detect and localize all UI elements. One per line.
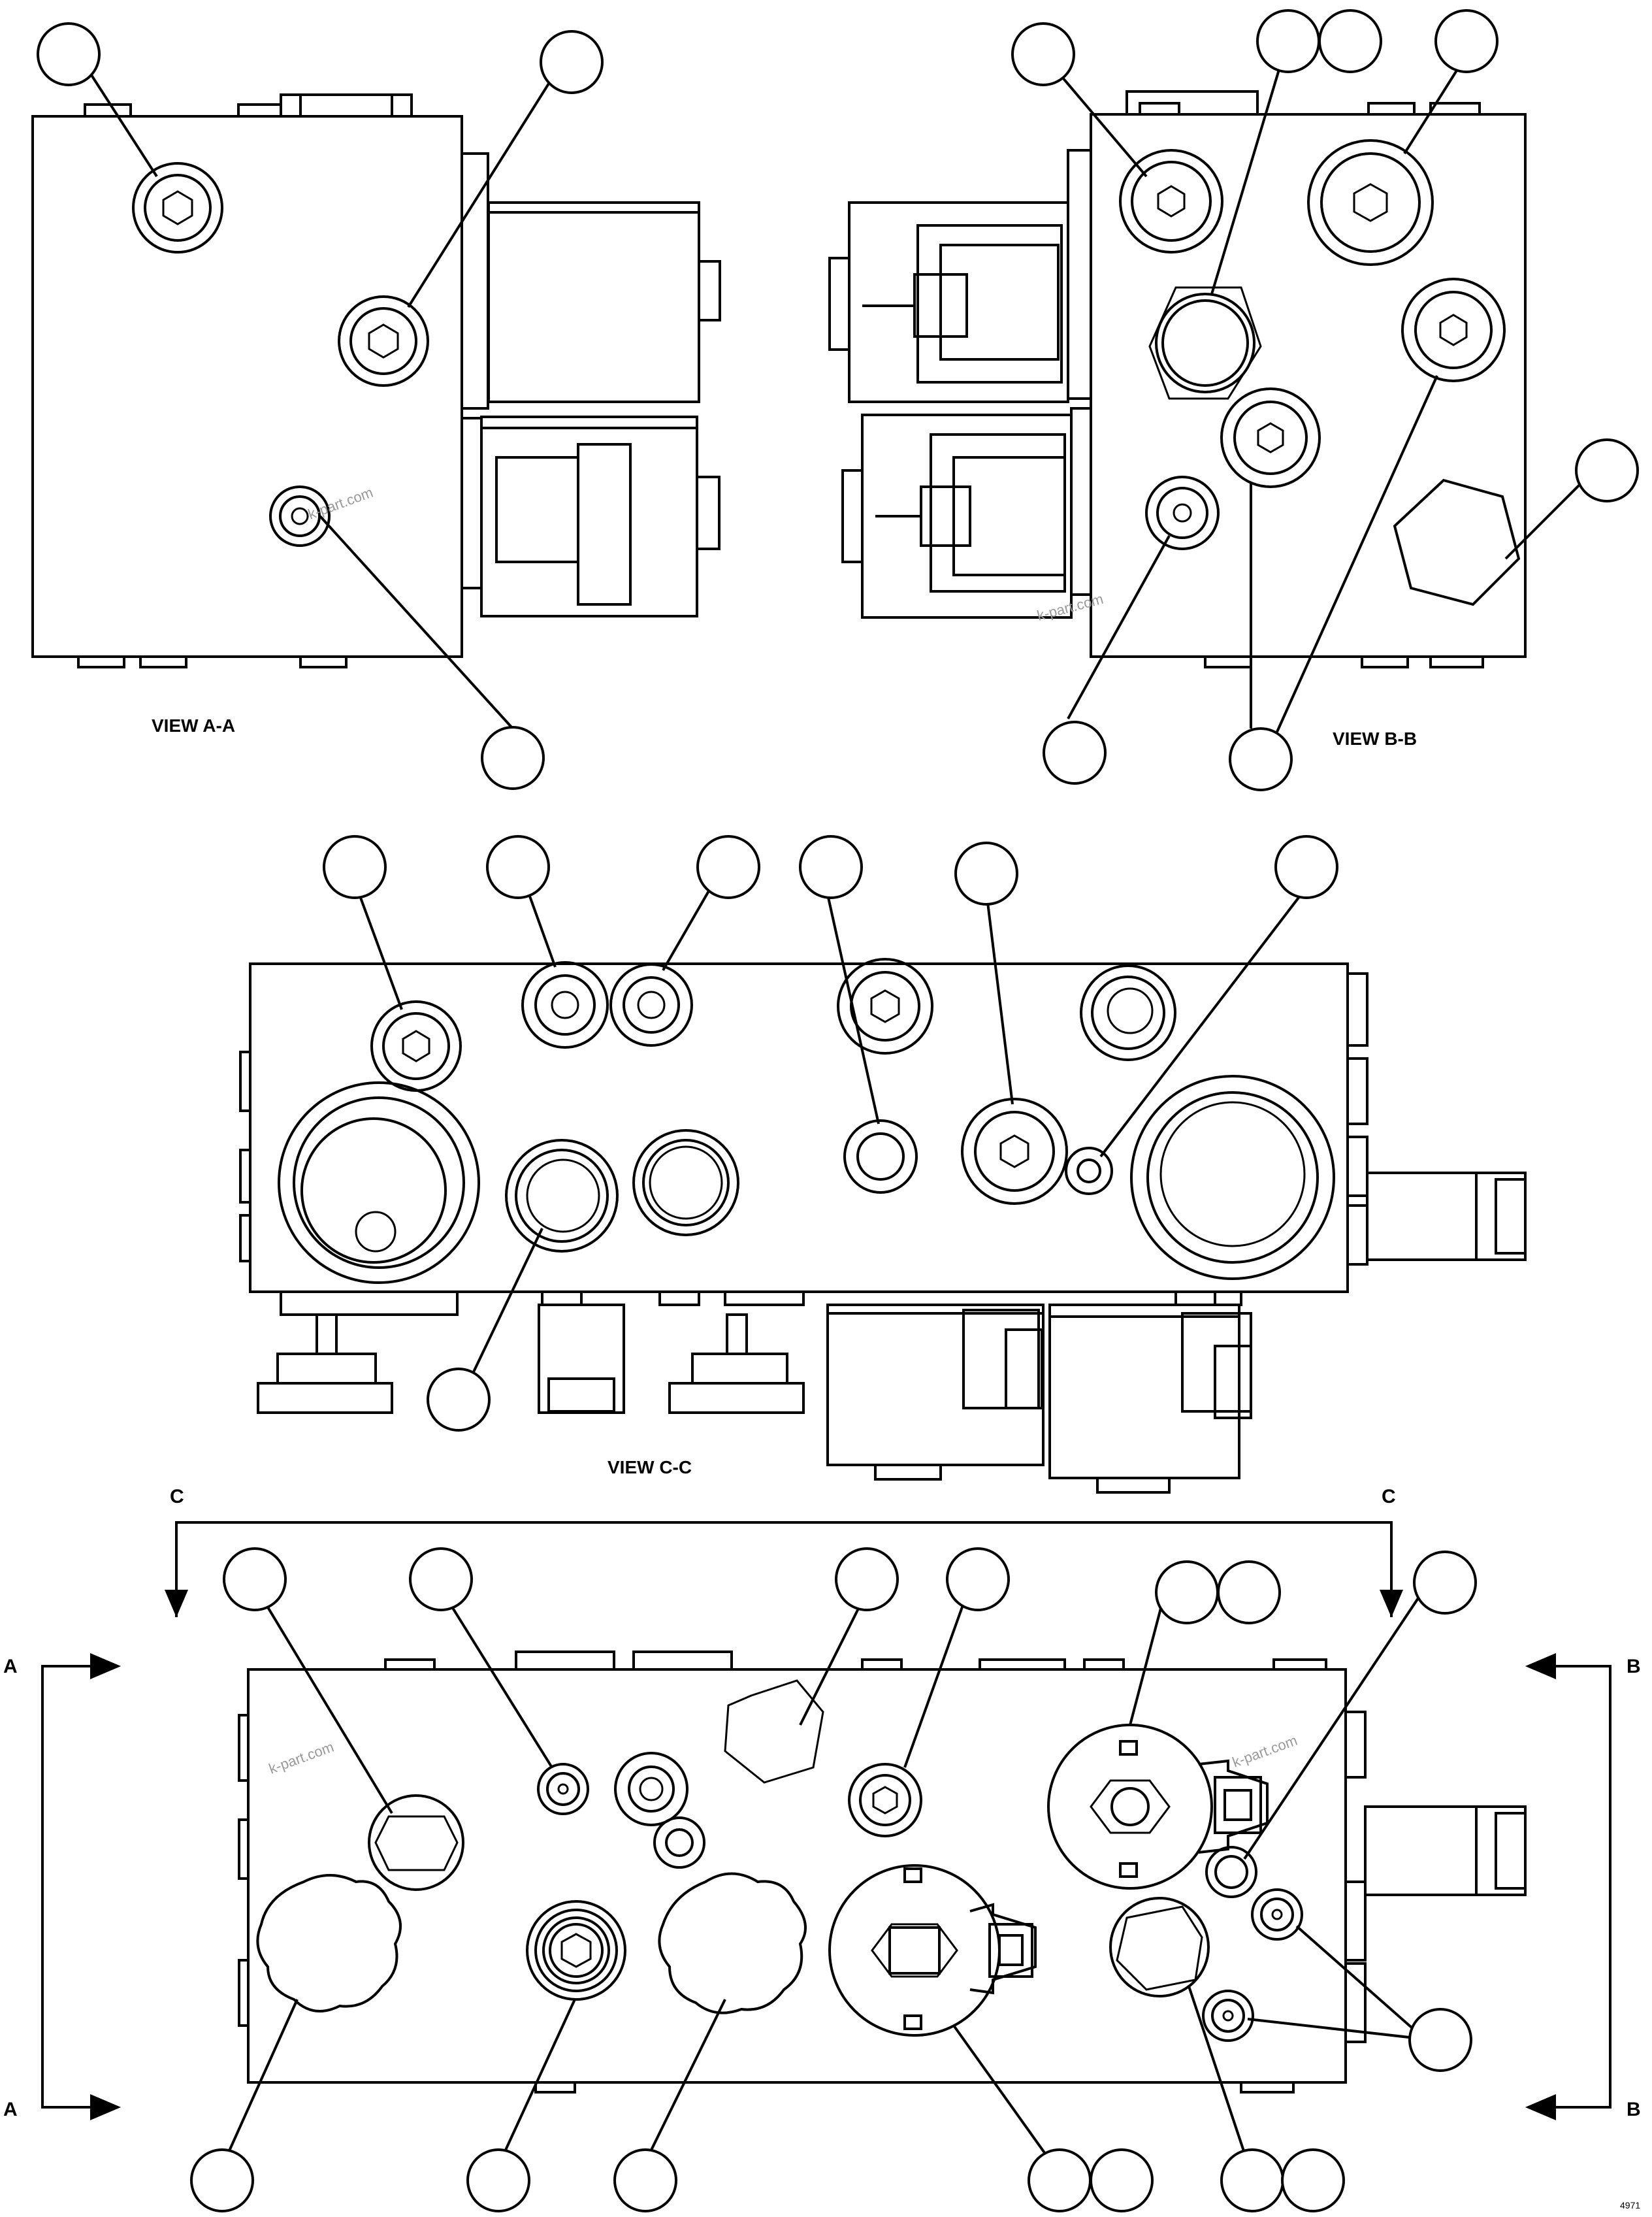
callout-bubble [1434,9,1498,73]
callout-bubble [696,835,760,899]
callout-bubble [466,2148,530,2212]
callout-bubble [1217,1560,1281,1624]
callout-bubbles [37,9,1639,2212]
callout-bubble [190,2148,254,2212]
callout-bubble [1274,835,1338,899]
view-a-a: VIEW A-A [31,93,721,736]
callout-bubble [613,2148,677,2212]
callout-bubble [1229,727,1293,791]
callout-bubble [323,835,387,899]
callout-bubble [481,726,545,790]
callout-leaders [90,64,1589,2167]
callout-bubble [1220,2148,1284,2212]
callout-bubble [37,22,101,86]
callout-bubble [540,30,604,94]
view-c-c: VIEW C-C [239,958,1527,1494]
callout-bubble [1408,2008,1472,2072]
callout-bubble [1011,22,1075,86]
section-marker-a-top: A [3,1656,18,1677]
callout-bubble [835,1547,899,1611]
callout-bubble [1413,1551,1477,1615]
callout-bubble [1155,1560,1219,1624]
callout-bubble [1318,9,1382,73]
callout-bubble [427,1368,491,1432]
section-marker-c-left: C [170,1486,184,1507]
callout-bubble [486,835,550,899]
figure-number: 4971 [1620,2200,1640,2210]
callout-bubble [409,1547,473,1611]
callout-bubble [1043,721,1107,785]
callout-bubble [954,842,1018,906]
section-marker-b-top: B [1627,1656,1641,1677]
view-c-c-label: VIEW C-C [607,1457,692,1477]
callout-bubble [946,1547,1010,1611]
callout-bubble [1028,2148,1092,2212]
callout-bubble [1575,438,1639,502]
callout-bubble [799,835,863,899]
callout-bubble [1281,2148,1345,2212]
callout-bubble [1256,9,1320,73]
section-marker-a-bottom: A [3,2099,18,2120]
view-b-b: VIEW B-B [828,90,1527,749]
view-a-a-label: VIEW A-A [152,715,235,736]
callout-bubble [1090,2148,1154,2212]
section-arrows: C C A A B B [3,1486,1641,2121]
main-top-view [238,1650,1527,2094]
section-marker-c-right: C [1382,1486,1396,1507]
callout-bubble [223,1547,287,1611]
section-marker-b-bottom: B [1627,2099,1641,2120]
view-b-b-label: VIEW B-B [1333,729,1417,749]
